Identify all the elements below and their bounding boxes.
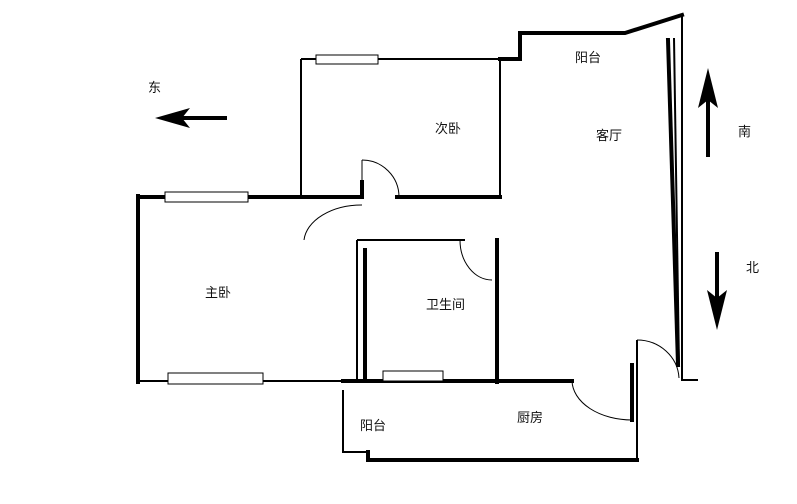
master-bedroom-label: 主卧 <box>205 286 231 301</box>
living-room-door-swing <box>636 339 680 379</box>
room-labels: 次卧 阳台 客厅 主卧 卫生间 阳台 厨房 <box>205 51 622 434</box>
living-room-label: 客厅 <box>596 128 622 144</box>
compass-labels: 东 南 北 <box>148 81 759 276</box>
east-arrow-icon <box>155 108 190 128</box>
north-label: 北 <box>746 261 759 276</box>
bathroom-door-swing <box>459 239 493 281</box>
east-label: 东 <box>148 81 161 96</box>
bottom-balcony-left-wall <box>342 390 368 453</box>
bathroom-label: 卫生间 <box>426 298 465 313</box>
north-arrow-icon <box>707 290 727 330</box>
south-arrow-icon <box>698 68 718 108</box>
bedroom2-door-swing <box>361 159 400 198</box>
bottom-balcony-label: 阳台 <box>360 419 386 434</box>
living-room-window-line <box>673 37 680 367</box>
bedroom2-window <box>315 54 379 65</box>
top-balcony-label: 阳台 <box>575 51 601 66</box>
kitchen-label: 厨房 <box>517 410 543 426</box>
south-label: 南 <box>738 124 751 140</box>
kitchen-door-swing <box>571 380 633 421</box>
compass-arrows <box>155 68 727 330</box>
doors <box>303 159 680 421</box>
master-bedroom-door-swing <box>303 204 363 241</box>
windows <box>164 54 444 385</box>
top-balcony-wall <box>498 12 685 61</box>
kitchen-window <box>382 370 444 382</box>
walls <box>136 12 698 462</box>
living-room-window-wall <box>665 37 681 368</box>
master-bedroom-top-window <box>164 191 249 203</box>
bedroom2-label: 次卧 <box>435 121 461 137</box>
living-room-right-wall <box>681 15 698 381</box>
master-bedroom-bottom-window <box>167 372 264 385</box>
kitchen-bottom-wall <box>366 450 639 462</box>
